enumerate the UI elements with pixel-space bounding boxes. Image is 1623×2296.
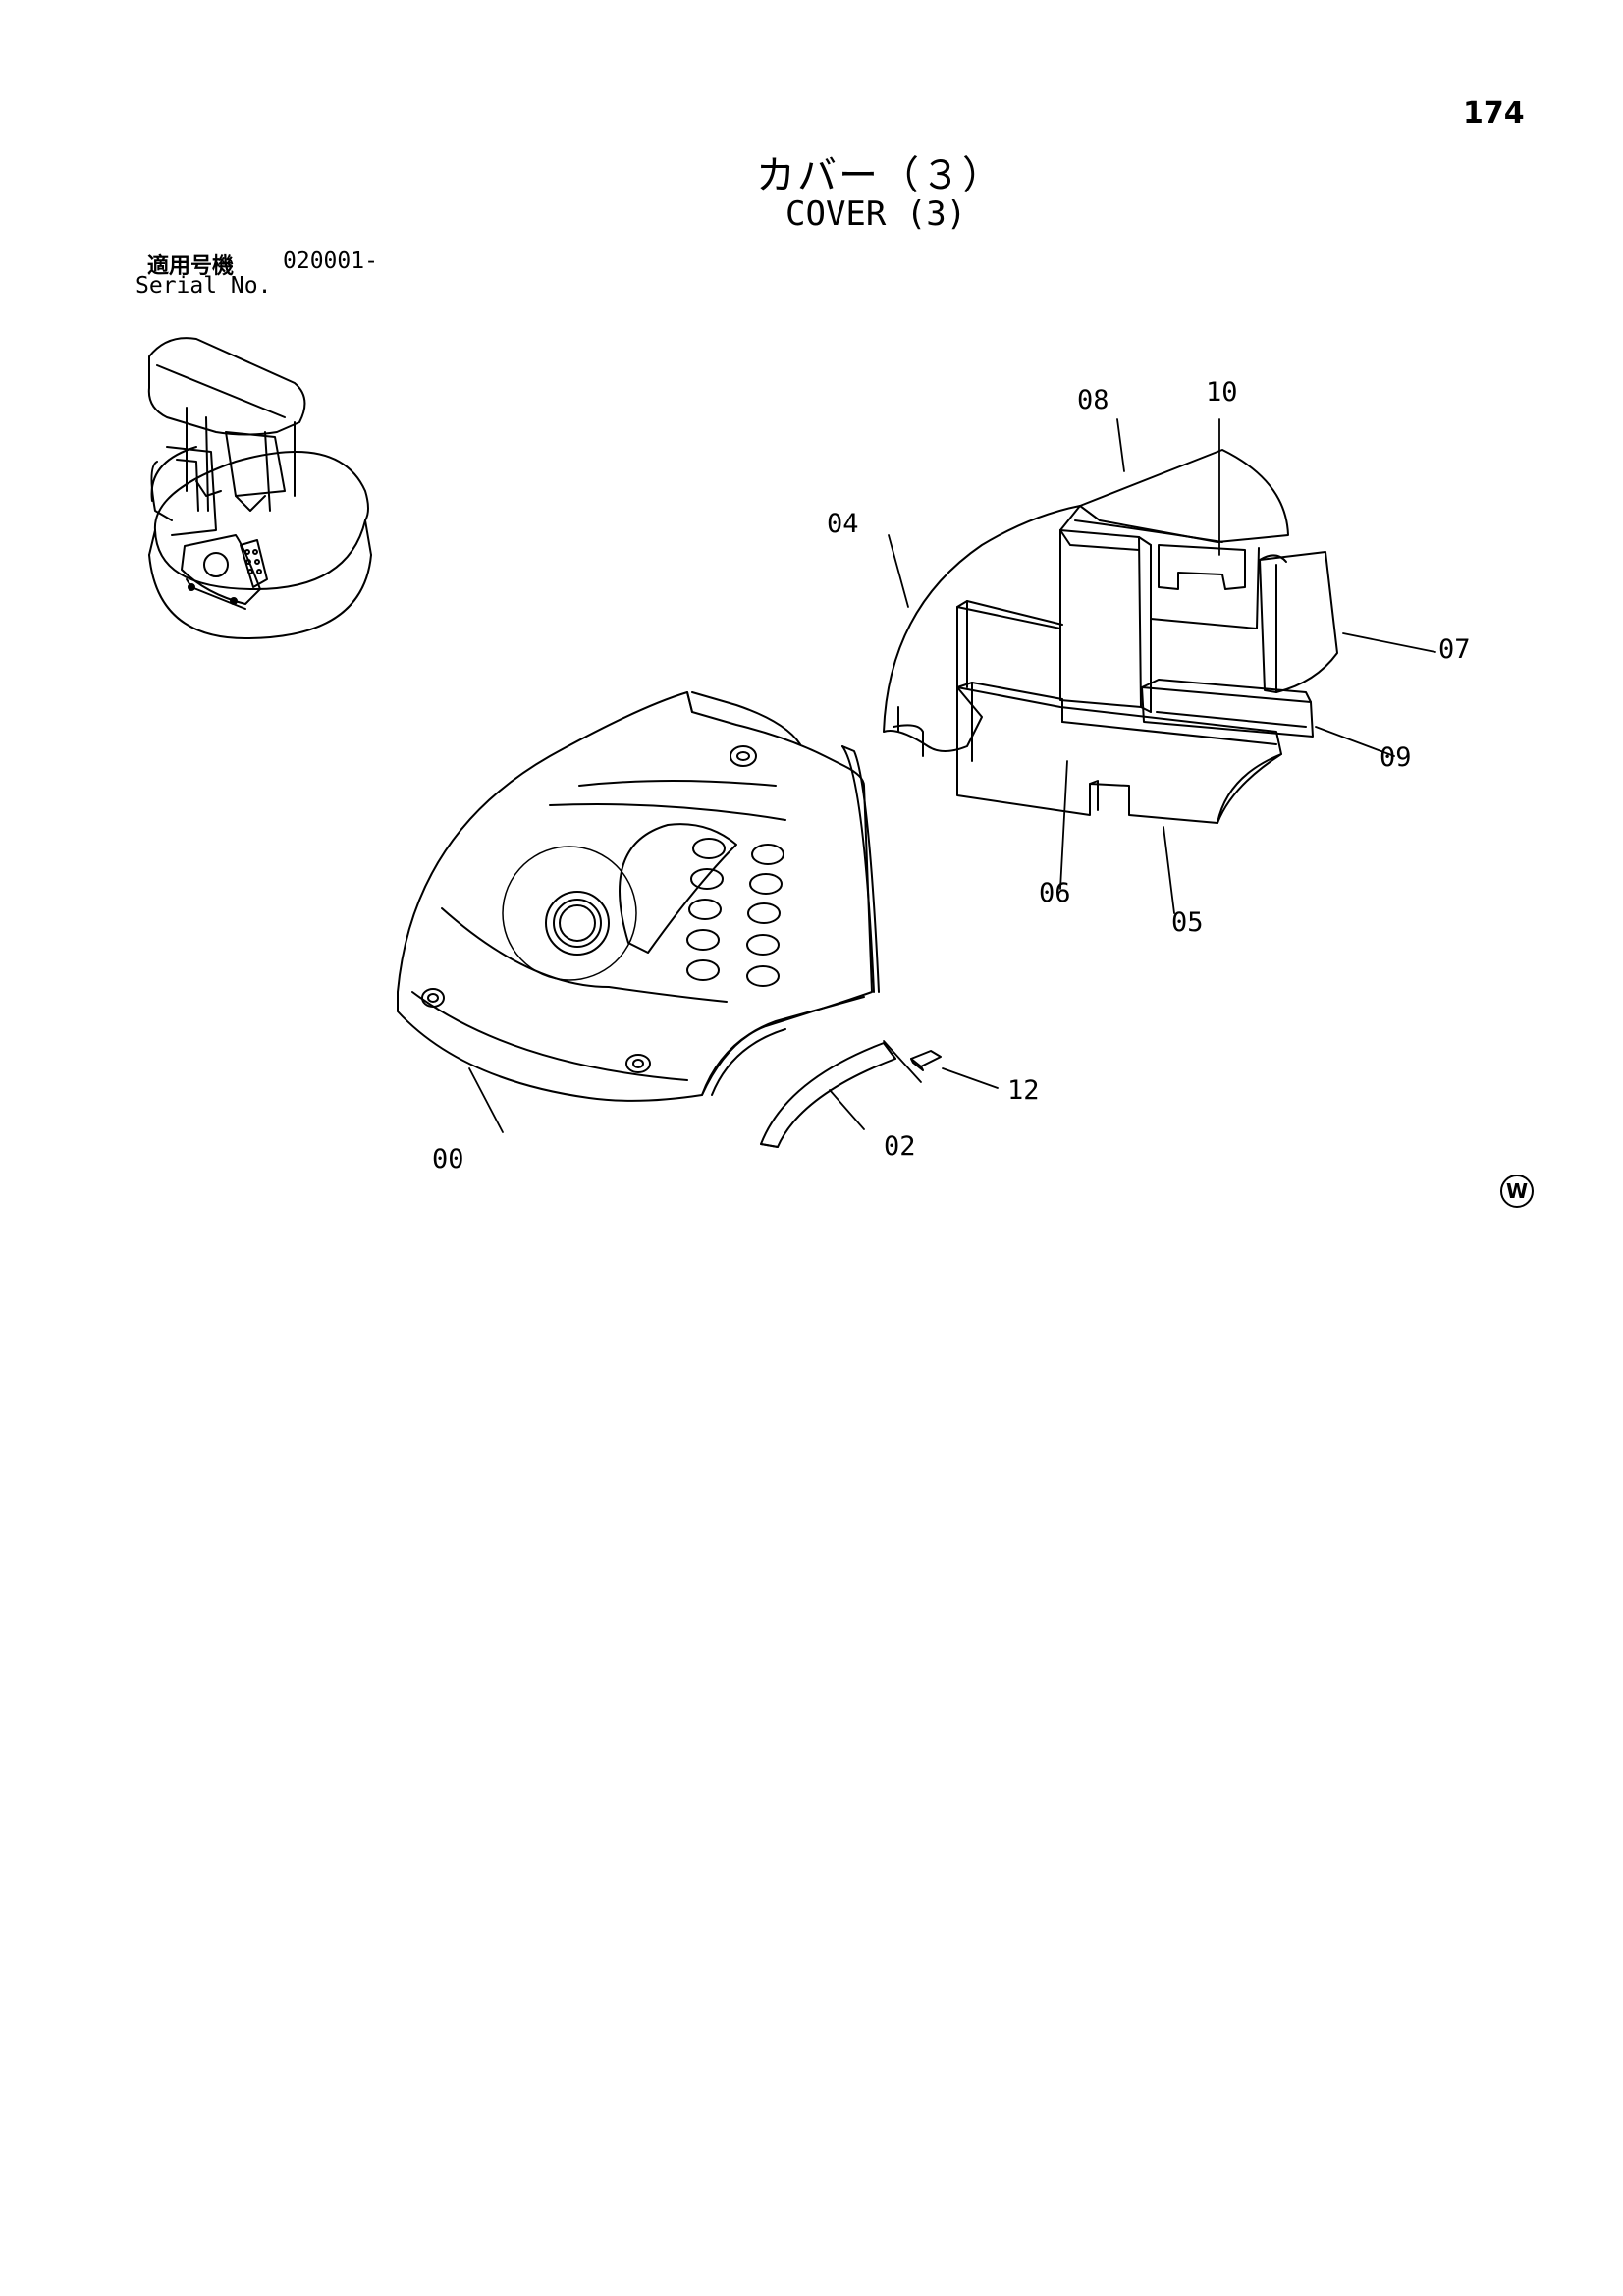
leader-lines bbox=[468, 418, 1436, 1133]
serial-range: 020001- bbox=[283, 248, 378, 274]
title-japanese: カバー（３） bbox=[756, 153, 1003, 198]
part-12-pad bbox=[910, 1050, 942, 1071]
serial-label-japanese: 適用号機 bbox=[147, 254, 235, 279]
w-mark: W bbox=[1500, 1175, 1534, 1208]
part-05-base-panel bbox=[956, 682, 1282, 824]
callout-10: 10 bbox=[1206, 377, 1238, 408]
part-02-seal-strip bbox=[760, 1042, 896, 1148]
callout-12: 12 bbox=[1007, 1075, 1040, 1106]
callout-04: 04 bbox=[827, 509, 859, 539]
machine-thumbnail bbox=[147, 337, 372, 639]
title-english: COVER (3) bbox=[785, 194, 967, 234]
part-06-panel bbox=[1059, 529, 1152, 723]
serial-label-english: Serial No. bbox=[135, 273, 272, 299]
part-09-lower-strip bbox=[1141, 679, 1314, 738]
callout-02: 02 bbox=[884, 1131, 916, 1162]
part-07-rear-panel bbox=[1259, 551, 1338, 693]
part-00-front-cover bbox=[397, 691, 880, 1102]
part-10-clip bbox=[1150, 544, 1260, 629]
callout-06: 06 bbox=[1039, 878, 1071, 908]
callout-00: 00 bbox=[432, 1144, 464, 1175]
callout-07: 07 bbox=[1438, 634, 1471, 665]
part-04-side-cover bbox=[883, 505, 1081, 757]
page-number: 174 bbox=[1463, 96, 1525, 131]
part-08-top-panel bbox=[1074, 449, 1289, 543]
callout-05: 05 bbox=[1171, 907, 1204, 938]
callout-08: 08 bbox=[1077, 385, 1109, 415]
callout-09: 09 bbox=[1380, 742, 1412, 773]
